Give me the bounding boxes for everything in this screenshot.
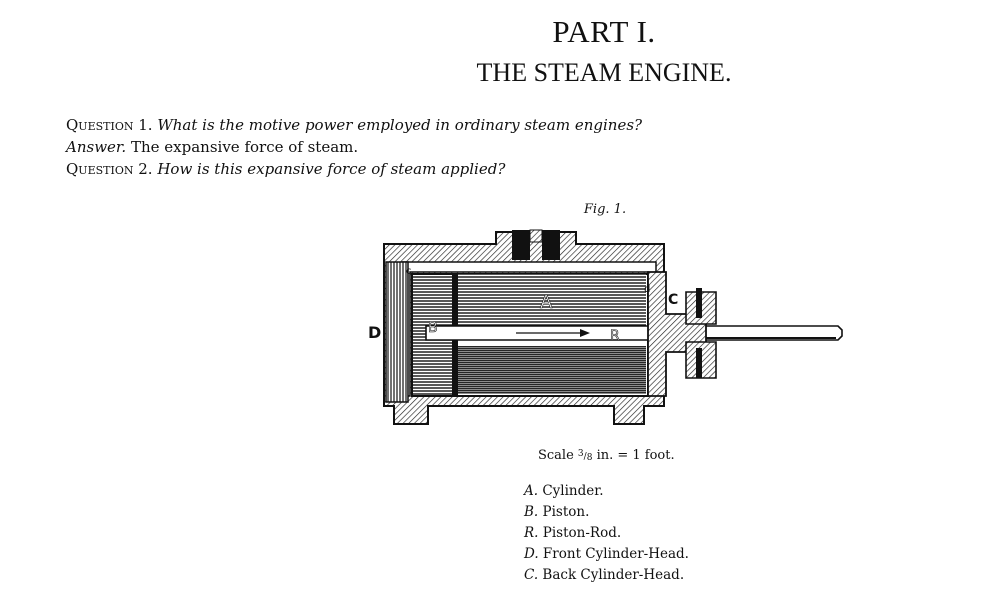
- steam-port-left: [512, 230, 530, 260]
- question-label: Question: [66, 116, 134, 134]
- chapter-title: THE STEAM ENGINE.: [476, 58, 732, 87]
- label-c-small: c: [406, 266, 412, 277]
- legend-item: B. Piston.: [524, 502, 689, 523]
- cylinder-lower-shading: [456, 346, 646, 394]
- label-d-small: d: [644, 284, 650, 295]
- legend-label: Back Cylinder-Head.: [538, 567, 685, 583]
- legend-key: D.: [524, 546, 539, 562]
- legend-item: R. Piston-Rod.: [524, 523, 689, 544]
- answer-text: The expansive force of steam.: [130, 138, 359, 156]
- part-heading: PART I.: [552, 14, 656, 49]
- scale-numerator: 3: [577, 449, 584, 459]
- label-c-upper: C: [668, 292, 678, 308]
- figure-caption: Fig. 1.: [583, 202, 627, 217]
- question-answer-block: Question 1. What is the motive power emp…: [66, 114, 966, 180]
- scale-note: Scale 3/8 in. = 1 foot.: [538, 448, 675, 463]
- question-2: Question 2. How is this expansive force …: [66, 158, 966, 180]
- question-1: Question 1. What is the motive power emp…: [66, 114, 966, 136]
- question-number: 2.: [133, 160, 158, 178]
- legend-item: D. Front Cylinder-Head.: [524, 544, 689, 565]
- legend-item: A. Cylinder.: [524, 481, 689, 502]
- steam-cylinder-diagram: D B A R C c d: [368, 229, 843, 425]
- label-r: R: [610, 328, 620, 344]
- port-bridge: [529, 229, 543, 243]
- legend-item: C. Back Cylinder-Head.: [524, 565, 689, 586]
- steam-port-right: [542, 230, 560, 260]
- legend-key: A.: [524, 483, 539, 499]
- legend-label: Cylinder.: [538, 483, 604, 499]
- question-label: Question: [66, 160, 134, 178]
- answer-1: Answer. The expansive force of steam.: [66, 136, 966, 158]
- scale-denominator: 8: [586, 453, 593, 463]
- question-number: 1.: [133, 116, 158, 134]
- front-cylinder-head: [385, 261, 409, 403]
- label-b: B: [428, 320, 438, 336]
- flow-arrow-head: [580, 329, 590, 337]
- legend-label: Piston.: [538, 504, 590, 520]
- legend-key: B.: [524, 504, 539, 520]
- legend-key: R.: [524, 525, 539, 541]
- scale-prefix: Scale: [538, 448, 578, 463]
- label-d: D: [368, 323, 381, 342]
- gland-flange-top: [696, 288, 702, 318]
- legend-label: Piston-Rod.: [538, 525, 622, 541]
- label-a: A: [540, 292, 553, 313]
- gland-flange-bottom: [696, 348, 702, 378]
- scale-suffix: in. = 1 foot.: [592, 448, 675, 463]
- figure-legend: A. Cylinder. B. Piston. R. Piston-Rod. D…: [524, 481, 689, 586]
- question-text: What is the motive power employed in ord…: [157, 116, 643, 134]
- legend-label: Front Cylinder-Head.: [538, 546, 689, 562]
- cylinder-upper-shading: [456, 274, 646, 330]
- piston-rod: [425, 325, 843, 341]
- legend-key: C.: [524, 567, 539, 583]
- answer-label: Answer.: [66, 138, 127, 156]
- question-text: How is this expansive force of steam app…: [157, 160, 506, 178]
